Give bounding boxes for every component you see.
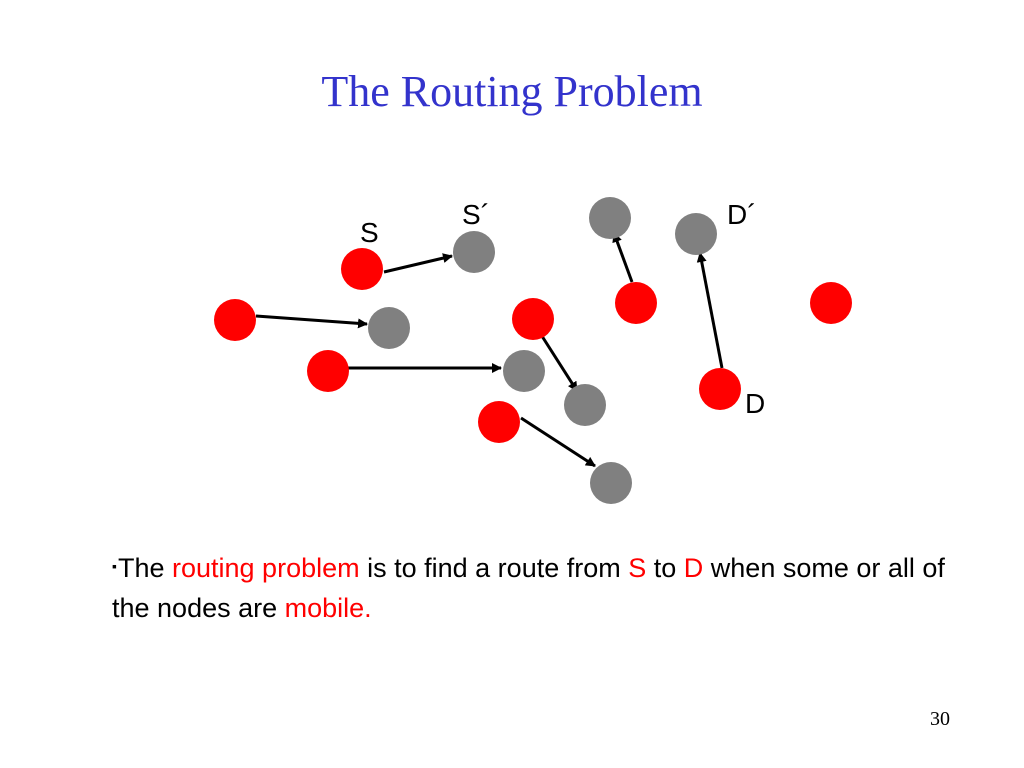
text-segment: is to find a route from — [359, 553, 629, 583]
highlight-mobile: mobile. — [284, 593, 372, 623]
node — [512, 298, 554, 340]
movement-arrow-d — [696, 252, 724, 369]
movement-arrow — [520, 416, 596, 468]
bullet-text: ▪The routing problem is to find a route … — [112, 546, 972, 628]
movement-arrow — [538, 332, 579, 392]
label-destination-moved: D´ — [727, 199, 757, 230]
label-source: S — [360, 217, 379, 248]
text-segment: when some or all of the nodes are — [112, 553, 945, 623]
label-destination: D — [745, 388, 765, 419]
node-source-moved — [453, 231, 495, 273]
highlight-d: D — [683, 553, 704, 583]
text-segment: The — [117, 553, 172, 583]
node — [810, 282, 852, 324]
node-source — [341, 248, 383, 290]
node-moved — [503, 350, 545, 392]
node — [615, 282, 657, 324]
node — [307, 350, 349, 392]
movement-arrow-s — [383, 253, 453, 274]
text-segment: to — [646, 553, 684, 583]
node-destination — [699, 368, 741, 410]
node — [214, 299, 256, 341]
label-source-moved: S´ — [462, 199, 490, 230]
movement-arrow — [612, 232, 634, 283]
node-moved — [368, 307, 410, 349]
movement-arrow — [255, 314, 368, 329]
node-destination-moved — [675, 213, 717, 255]
node-moved — [590, 462, 632, 504]
slide-title: The Routing Problem — [321, 67, 703, 116]
node-moved — [589, 197, 631, 239]
bullet-marker: ▪ — [112, 558, 117, 574]
highlight-routing-problem: routing problem — [172, 553, 360, 583]
node — [478, 401, 520, 443]
node-moved — [564, 384, 606, 426]
highlight-s: S — [628, 553, 647, 583]
page-number: 30 — [930, 708, 950, 730]
